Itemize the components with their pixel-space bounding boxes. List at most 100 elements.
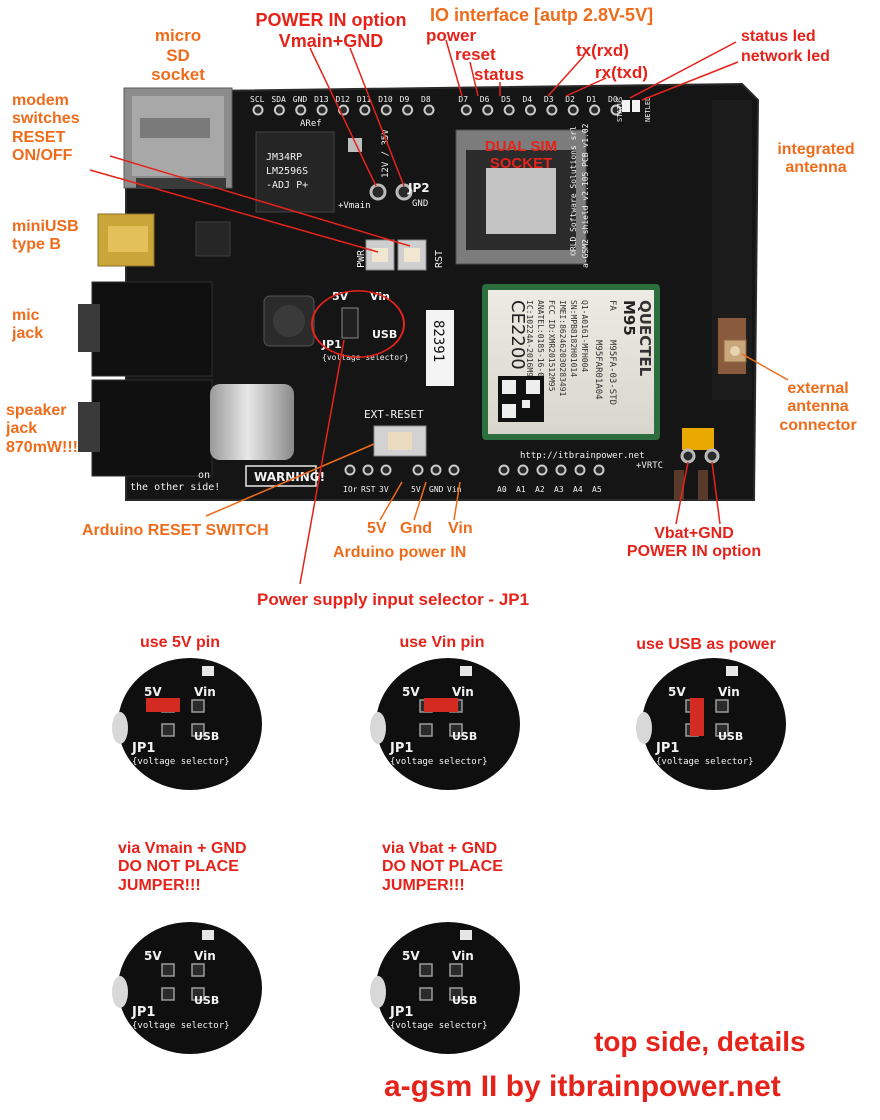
external-line-2: antenna bbox=[787, 398, 849, 416]
header-top-pin-label: D7 bbox=[458, 95, 468, 104]
header-top-pin-label: D8 bbox=[421, 95, 431, 104]
stat-silk: STATUS bbox=[616, 97, 624, 122]
option-vbat-line-2: DO NOT PLACE bbox=[382, 858, 503, 876]
speaker-line-2: jack bbox=[6, 420, 38, 438]
header-bottom-pin bbox=[448, 464, 460, 476]
header-top-pin bbox=[482, 104, 494, 116]
module-text-line: Q1-A0161-MFH004 bbox=[580, 300, 589, 372]
header-bottom-pin-label: RST bbox=[361, 485, 376, 494]
usb-ic bbox=[195, 221, 231, 257]
warning-box bbox=[245, 465, 317, 487]
external-line-1: external bbox=[787, 380, 849, 397]
header-bottom-pin bbox=[430, 464, 442, 476]
jp2-volt-label: 12V / 35V bbox=[381, 129, 391, 178]
header-top-pin bbox=[423, 104, 435, 116]
header-top-pin-label: D12 bbox=[336, 95, 351, 104]
mini-usb-connector bbox=[97, 213, 155, 267]
header-top-pin-label: D5 bbox=[501, 95, 511, 104]
header-top-pin bbox=[380, 104, 392, 116]
vrtc-silk: +VRTC bbox=[636, 461, 663, 471]
ext-reset-silk: EXT-RESET bbox=[364, 408, 424, 421]
detail-voltage-selector-label: {voltage selector} bbox=[656, 757, 754, 767]
header-top-pin-label: D2 bbox=[565, 95, 575, 104]
vbat-power-in-line: POWER IN option bbox=[626, 543, 762, 561]
header-analog-pin-label: A5 bbox=[592, 485, 602, 494]
option-vmain-line-1: via Vmain + GND bbox=[118, 840, 247, 857]
integrated-line-1: integrated bbox=[777, 141, 855, 158]
header-top-pin-label: D10 bbox=[378, 95, 393, 104]
module-text-line: IMEI:862462030283491 bbox=[558, 300, 567, 397]
detail-usb-label: USB bbox=[452, 994, 477, 1007]
pin-vin-label: Vin bbox=[448, 520, 473, 537]
warning-silk: WARNING! bbox=[254, 470, 325, 484]
arrow-vbat-2 bbox=[711, 461, 721, 525]
header-top-pin-label: D6 bbox=[480, 95, 490, 104]
miniusb-line-1: miniUSB bbox=[12, 218, 79, 235]
detail-voltage-selector-label: {voltage selector} bbox=[132, 1021, 230, 1031]
header-top-pin bbox=[503, 104, 515, 116]
voltage-selector-silk: {voltage selector} bbox=[322, 353, 409, 362]
arrow-power bbox=[445, 39, 463, 97]
on-silk: on bbox=[198, 470, 210, 481]
pwr-silk: PWR bbox=[356, 249, 367, 268]
detail-jp1-label: JP1 bbox=[131, 741, 155, 756]
header-analog-pin bbox=[517, 464, 529, 476]
header-analog bbox=[498, 464, 605, 476]
header-bottom-pin-label: Vin bbox=[447, 485, 462, 494]
arrow-status-led bbox=[629, 41, 737, 99]
jp-usb-silk: USB bbox=[372, 328, 397, 341]
detail-jp1-label: JP1 bbox=[655, 741, 679, 756]
module-brand: QUECTEL bbox=[636, 300, 654, 377]
arrow-vbat-1 bbox=[675, 461, 689, 525]
power-in-option-label: POWER IN option Vmain+GND bbox=[246, 10, 416, 51]
netl-silk: NETLED bbox=[644, 97, 652, 122]
header-top-pin bbox=[359, 104, 371, 116]
jp1-highlight-circle bbox=[311, 290, 405, 358]
jp1-silk: JP1 bbox=[321, 338, 342, 351]
detail-voltage-selector-label: {voltage selector} bbox=[390, 757, 488, 767]
header-top-pin bbox=[316, 104, 328, 116]
detail-usb-label: USB bbox=[194, 994, 219, 1007]
speaker-jack bbox=[78, 379, 213, 477]
module-ce: CE2200 bbox=[507, 300, 528, 370]
micro-sd-line-1: micro bbox=[154, 26, 202, 45]
header-analog-pin-label: A1 bbox=[516, 485, 526, 494]
module-text-line: IC:10224A-2016M95 bbox=[525, 300, 534, 382]
header-analog-pin-label: A0 bbox=[497, 485, 507, 494]
speaker-line-1: speaker bbox=[6, 402, 67, 419]
vbat-hole bbox=[680, 448, 696, 464]
module-model: M95 bbox=[620, 300, 638, 336]
vrtc-cap bbox=[682, 428, 714, 450]
miniusb-line-2: type B bbox=[12, 236, 61, 254]
integrated-antenna-label: integrated antenna bbox=[766, 141, 866, 178]
header-analog-pin bbox=[536, 464, 548, 476]
detail-5v-label: 5V bbox=[144, 949, 162, 963]
option-usb-label: use USB as power bbox=[636, 636, 776, 653]
header-top-pin-label: D11 bbox=[357, 95, 372, 104]
jp1-jumper-block bbox=[341, 307, 359, 339]
option-vmain-line-3: JUMPER!!! bbox=[118, 876, 201, 894]
modem-line-1: modem bbox=[12, 92, 69, 109]
detail-vin-label: Vin bbox=[718, 685, 740, 699]
arrow-5v bbox=[379, 481, 403, 521]
modem-line-2: switches bbox=[12, 110, 80, 128]
arrow-rx bbox=[565, 77, 607, 97]
pin-5v-label: 5V bbox=[367, 520, 387, 537]
vmain-hole-1 bbox=[369, 183, 387, 201]
io-interface-label: IO interface [autp 2.8V-5V] bbox=[430, 5, 654, 25]
modem-line-4: ON/OFF bbox=[12, 147, 73, 165]
arrow-modem-2 bbox=[109, 155, 411, 247]
mic-jack bbox=[78, 281, 213, 377]
header-top-pin-label: D9 bbox=[400, 95, 410, 104]
vmain-gnd-label: Vmain+GND bbox=[278, 30, 384, 51]
vbat-gnd-hole bbox=[704, 448, 720, 464]
header-bottom-pin-label: GND bbox=[429, 485, 444, 494]
header-analog-pin bbox=[593, 464, 605, 476]
detail-usb-label: USB bbox=[452, 730, 477, 743]
option-vmain-line-2: DO NOT PLACE bbox=[118, 858, 239, 876]
power-in-option-title: POWER IN option bbox=[255, 10, 407, 30]
